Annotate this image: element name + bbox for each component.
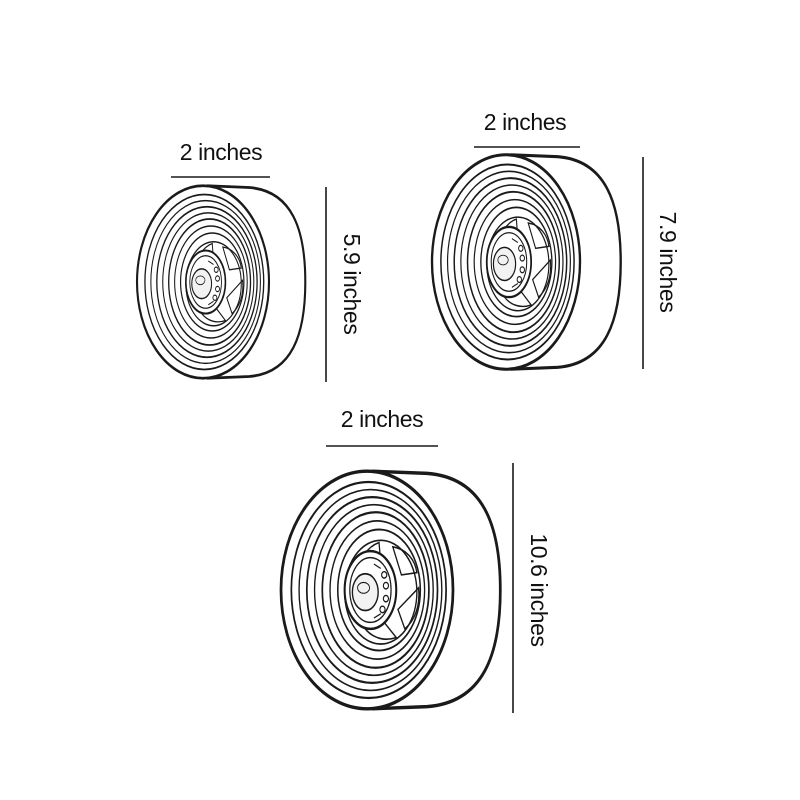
fixture-small: 2 inches 5.9 inches — [135, 139, 365, 382]
fixture-medium-drawing — [430, 153, 623, 371]
width-label: 2 inches — [341, 406, 423, 432]
fixture-large-drawing — [279, 469, 503, 711]
fixture-small-drawing — [135, 184, 307, 380]
diameter-label: 7.9 inches — [655, 212, 681, 313]
diameter-label: 5.9 inches — [339, 234, 365, 335]
diameter-label: 10.6 inches — [526, 533, 552, 646]
width-label: 2 inches — [484, 109, 566, 135]
width-label: 2 inches — [180, 139, 262, 165]
fixture-large: 2 inches 10.6 inches — [279, 406, 552, 713]
fixture-medium: 2 inches 7.9 inches — [430, 109, 681, 371]
